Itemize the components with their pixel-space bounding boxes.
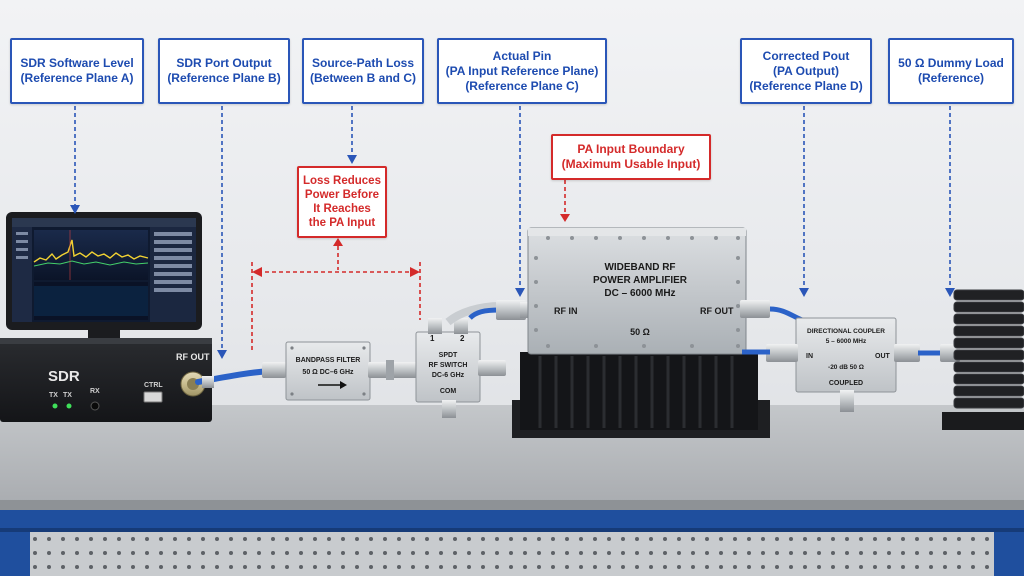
switch-com: COM (439, 388, 457, 395)
label-reference-plane-a: SDR Software Level (Reference Plane A) (10, 38, 144, 104)
pa-line3: DC – 6000 MHz (604, 288, 676, 299)
coupler-out: OUT (875, 353, 890, 360)
sdr-rx-label: RX (90, 388, 100, 395)
sdr-tx1-label: TX (49, 392, 58, 399)
bench-frame (0, 510, 1024, 530)
switch-line1: SPDT (438, 352, 458, 359)
coupler-line3: -20 dB 50 Ω (828, 364, 864, 371)
sdr-box (0, 338, 212, 422)
sdr-rf-out-label: RF OUT (176, 352, 210, 362)
pa-line1: WIDEBAND RF (604, 262, 676, 273)
filter-spec: 50 Ω DC–6 GHz (302, 369, 354, 376)
switch-port-1: 1 (430, 334, 435, 343)
spdt-switch (415, 302, 506, 418)
switch-port-2: 2 (460, 334, 465, 343)
coupler-coupled: COUPLED (828, 380, 864, 387)
switch-line3: DC-6 GHz (431, 372, 465, 379)
label-source-path-loss: Source-Path Loss (Between B and C) (302, 38, 424, 104)
sdr-ctrl-label: CTRL (144, 382, 163, 389)
label-dummy-load: 50 Ω Dummy Load (Reference) (888, 38, 1014, 104)
coupler-in: IN (806, 353, 813, 360)
label-reference-plane-d: Corrected Pout (PA Output) (Reference Pl… (740, 38, 872, 104)
sdr-tx2-label: TX (63, 392, 72, 399)
bandpass-filter (285, 341, 371, 401)
switch-line2: RF SWITCH (428, 362, 468, 369)
label-reference-plane-c: Actual Pin (PA Input Reference Plane) (R… (437, 38, 607, 104)
pa-rf-in: RF IN (554, 306, 578, 316)
directional-coupler (776, 317, 920, 412)
pa-impedance: 50 Ω (630, 327, 650, 337)
callout-arrows (74, 106, 951, 350)
pa-line2: POWER AMPLIFIER (592, 275, 688, 286)
label-loss-reduces-power: Loss Reduces Power Before It Reaches the… (297, 166, 387, 238)
label-pa-input-boundary: PA Input Boundary (Maximum Usable Input) (551, 134, 711, 180)
power-amplifier (512, 227, 800, 438)
pa-rf-out: RF OUT (700, 306, 734, 316)
dummy-load (942, 289, 1024, 430)
coupler-line2: 5 – 6000 MHz (825, 338, 867, 345)
filter-title: BANDPASS FILTER (295, 357, 361, 364)
label-reference-plane-b: SDR Port Output (Reference Plane B) (158, 38, 290, 104)
coupler-line1: DIRECTIONAL COUPLER (807, 328, 885, 335)
pegboard-panel (30, 532, 994, 576)
bench-edge (0, 500, 1024, 510)
sdr-monitor (6, 212, 202, 344)
loss-span (251, 180, 566, 350)
sdr-name: SDR (48, 368, 80, 385)
